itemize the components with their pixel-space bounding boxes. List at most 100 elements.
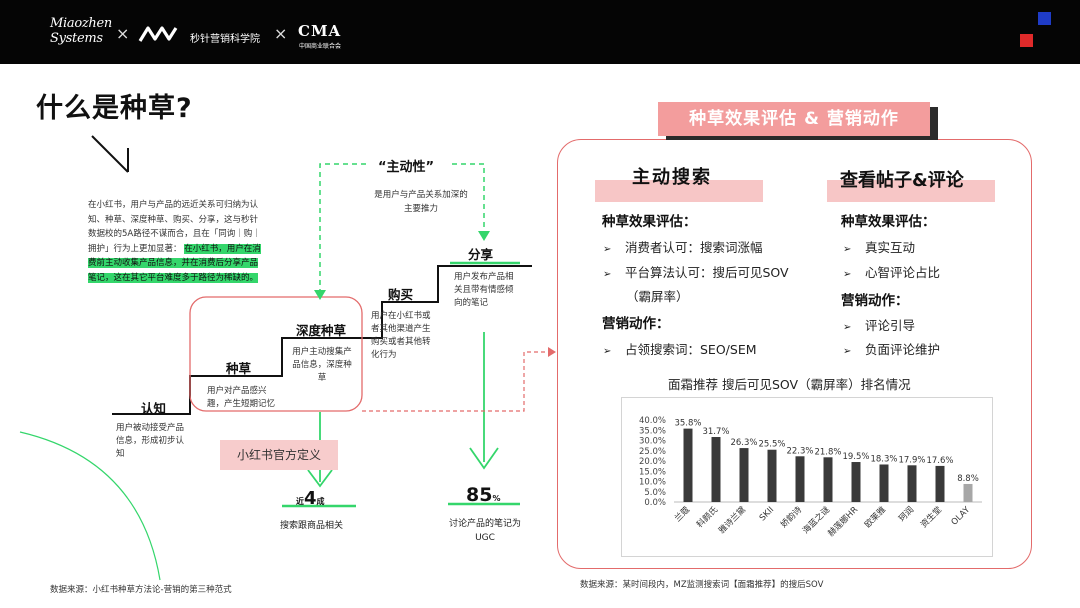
stat-ugc-share: 85% — [466, 484, 500, 506]
col1-eval-item-2-text: 平台算法认可：搜后可见SOV — [625, 265, 789, 280]
page-title: 什么是种草? — [36, 93, 193, 124]
col2-action-item-1: ➢ 评论引导 — [843, 315, 915, 334]
x-tick-label: 欧莱雅 — [862, 504, 888, 530]
diagonal-arrow-icon — [91, 135, 129, 173]
school-logo-icon — [138, 26, 178, 42]
stat1-suffix: 成 — [316, 497, 325, 506]
data-label: 31.7% — [702, 427, 729, 437]
col2-eval-title: 种草效果评估： — [841, 214, 936, 230]
col1-eval-item-2-cont: （霸屏率） — [626, 289, 689, 304]
data-label: 17.9% — [898, 455, 925, 465]
col1-eval-title: 种草效果评估： — [602, 214, 697, 230]
x-tick-label: 科颜氏 — [694, 504, 720, 530]
col2-eval-item-1-text: 真实互动 — [865, 240, 916, 255]
bar-8 — [879, 464, 889, 502]
brand-line2: Systems — [50, 31, 103, 46]
col1-eval-item-1-text: 消费者认可：搜索词涨幅 — [625, 240, 763, 255]
corner-blue-square — [1038, 12, 1051, 25]
col2-action-item-2: ➢ 负面评论维护 — [843, 339, 940, 358]
driver-arrow-right-icon — [478, 231, 490, 241]
col2-action-item-2-text: 负面评论维护 — [865, 342, 941, 357]
stage-desc-share: 用户发布产品相关且带有情感倾向的笔记 — [454, 272, 514, 308]
stage-desc-purchase: 用户在小红书或者其他渠道产生购买或者其他转化行为 — [371, 311, 431, 360]
x-tick-label: SKII — [758, 505, 776, 523]
data-label: 21.8% — [814, 447, 841, 457]
y-tick-label: 25.0% — [639, 447, 666, 457]
col1-heading-band — [595, 180, 763, 202]
bar-4 — [767, 449, 777, 502]
bullet-arrow-icon: ➢ — [843, 346, 852, 357]
brand-line1: Miaozhen — [50, 16, 112, 31]
school-name: 秒针营销科学院 — [190, 34, 260, 45]
cma-logo: CMA — [298, 22, 342, 40]
header-bar: Miaozhen Systems × 秒针营销科学院 × CMA 中国商业联合会 — [0, 0, 1080, 64]
bullet-arrow-icon: ➢ — [603, 269, 612, 280]
col2-heading: 查看帖子&评论 — [840, 170, 964, 191]
x-tick-label: OLAY — [950, 504, 973, 527]
intro-paragraph: 在小红书，用户与产品的远近关系可归纳为认知、种草、深度种草、购买、分享，这与秒针… — [88, 198, 264, 285]
data-label: 26.3% — [730, 438, 757, 448]
stage-label-deep-seeding: 深度种草 — [296, 323, 347, 338]
col1-action-title: 营销动作： — [602, 316, 670, 332]
stat1-prefix: 近 — [296, 497, 304, 506]
source-note-right: 数据来源：某时间段内，MZ监测搜索词【面霜推荐】的搜后SOV — [580, 580, 824, 590]
col2-action-item-1-text: 评论引导 — [865, 318, 916, 333]
chart-frame: 0.0%5.0%10.0%15.0%20.0%25.0%30.0%35.0%40… — [621, 397, 993, 557]
stat1-caption: 搜索跟商品相关 — [280, 521, 344, 531]
bullet-arrow-icon: ➢ — [603, 244, 612, 255]
col1-heading: 主动搜索 — [632, 167, 712, 188]
official-definition-badge: 小红书官方定义 — [220, 440, 338, 470]
chart-title: 面霜推荐 搜后可见SOV（霸屏率）排名情况 — [668, 377, 911, 392]
y-tick-label: 20.0% — [639, 457, 666, 467]
driver-arrow-left-icon — [314, 290, 326, 300]
col1-eval-item-1: ➢ 消费者认可：搜索词涨幅 — [603, 237, 763, 256]
y-tick-label: 10.0% — [639, 478, 666, 488]
col2-eval-item-1: ➢真实互动 — [843, 237, 915, 256]
bar-1 — [683, 428, 693, 502]
y-tick-label: 35.0% — [639, 426, 666, 436]
col2-eval-item-2-text: 心智评论占比 — [865, 265, 941, 280]
driver-title: “主动性” — [378, 160, 435, 175]
miaozhen-logo: Miaozhen Systems — [50, 16, 112, 46]
stat2-caption: 讨论产品的笔记为UGC — [448, 519, 521, 543]
x-tick-label: 资生堂 — [918, 504, 944, 530]
bar-5 — [795, 456, 805, 502]
y-tick-label: 5.0% — [644, 488, 666, 498]
bar-3 — [739, 448, 749, 502]
y-tick-label: 15.0% — [639, 467, 666, 477]
col2-heading-band — [827, 180, 995, 202]
share-down-arrow-icon — [469, 447, 499, 470]
stat2-value: 85 — [466, 484, 493, 506]
separator-x2: × — [274, 24, 288, 43]
bar-7 — [851, 462, 861, 502]
source-note-left: 数据来源：小红书种草方法论-营销的第三种范式 — [50, 585, 232, 595]
bullet-arrow-icon: ➢ — [843, 269, 852, 280]
stage-label-awareness: 认知 — [141, 401, 167, 416]
y-tick-label: 40.0% — [639, 416, 666, 426]
col1-action-item-1-text: 占领搜索词：SEO/SEM — [625, 342, 757, 357]
y-tick-label: 30.0% — [639, 437, 666, 447]
data-label: 19.5% — [842, 452, 869, 462]
stage-label-purchase: 购买 — [388, 287, 414, 302]
x-tick-label: 珂润 — [896, 504, 916, 524]
bar-10 — [935, 465, 945, 502]
data-label: 18.3% — [870, 454, 897, 464]
data-label: 35.8% — [674, 419, 701, 429]
sov-bar-chart: 0.0%5.0%10.0%15.0%20.0%25.0%30.0%35.0%40… — [639, 416, 982, 539]
bullet-arrow-icon: ➢ — [843, 322, 852, 333]
data-label: 17.6% — [926, 456, 953, 466]
col2-action-title: 营销动作： — [841, 293, 909, 309]
x-tick-label: 娇韵诗 — [778, 504, 804, 530]
stat1-value: 4 — [304, 488, 317, 509]
data-label: 22.3% — [786, 446, 813, 456]
separator-x: × — [116, 24, 130, 43]
stat-search-share: 近4成 — [296, 488, 325, 509]
stage-label-share: 分享 — [468, 247, 494, 262]
stat2-suffix: % — [492, 494, 501, 503]
panel-tab-title: 种草效果评估 & 营销动作 — [658, 102, 930, 136]
stage-label-seeding: 种草 — [226, 361, 252, 376]
stage-desc-deep-seeding: 用户主动搜集产品信息，深度种草 — [292, 347, 352, 383]
bullet-arrow-icon: ➢ — [603, 346, 612, 357]
stage-desc-awareness: 用户被动接受产品信息，形成初步认知 — [116, 423, 185, 459]
deep-down-arrow-icon — [307, 469, 333, 488]
